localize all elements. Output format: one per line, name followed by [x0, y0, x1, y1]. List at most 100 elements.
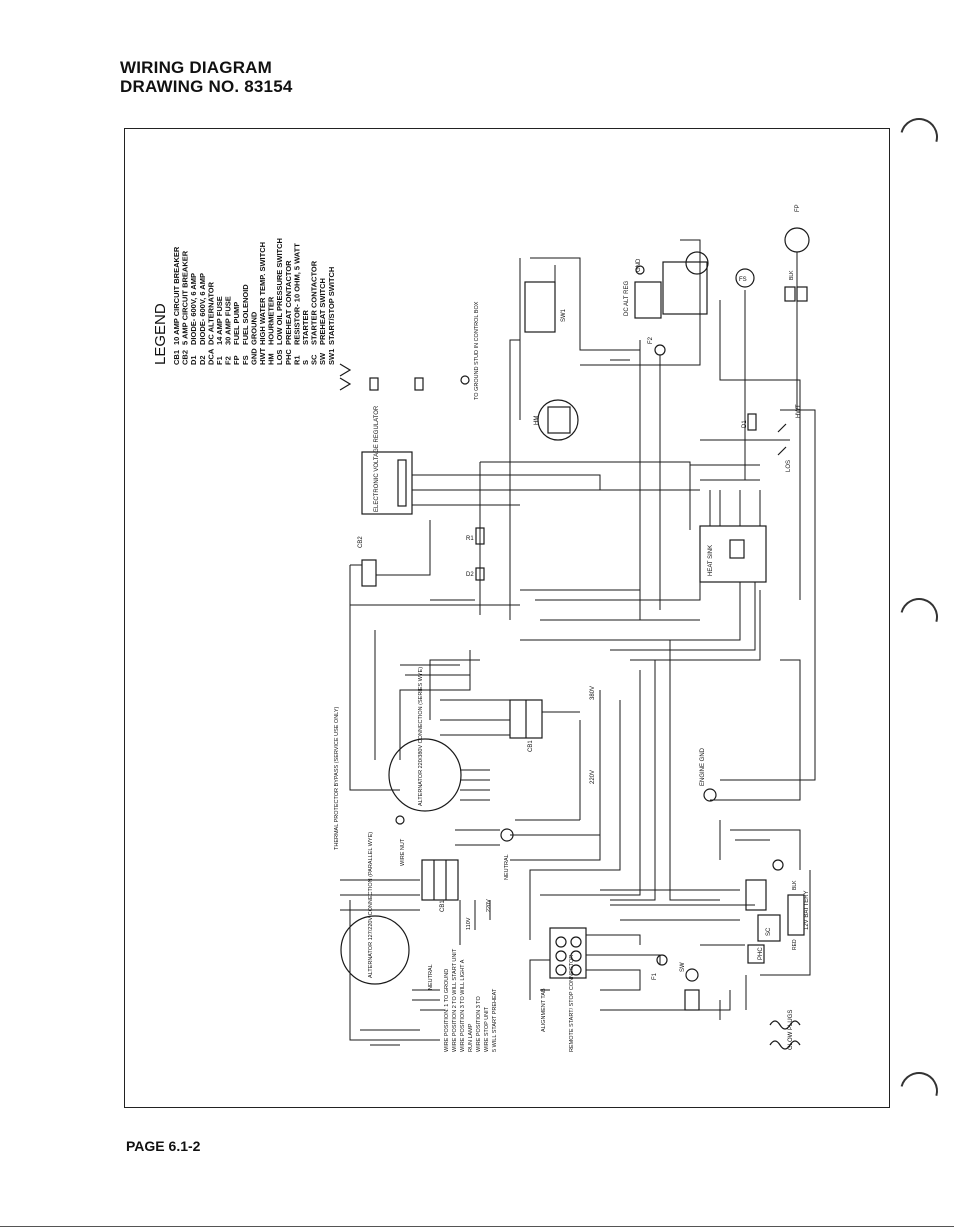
legend-description: PREHEAT CONTACTOR: [284, 260, 293, 345]
legend-code: S: [301, 360, 310, 365]
f1-label: F1: [652, 972, 658, 980]
legend-code: CB1: [172, 350, 181, 365]
legend-heading: LEGEND: [152, 303, 169, 365]
fuel-solenoid: FS: [735, 268, 755, 288]
legend-code: D2: [198, 355, 207, 365]
hourmeter-label: HM: [534, 416, 540, 425]
legend-description: HOURMETER: [267, 296, 276, 345]
legend-code: PHC: [284, 349, 293, 365]
sw-label: SW: [680, 962, 686, 972]
legend-code: FP: [232, 355, 241, 365]
legend-code: GND: [249, 348, 258, 365]
alignment-tab-label: ALIGNMENT TAB: [541, 988, 547, 1032]
legend-description: HIGH WATER TEMP. SWITCH: [258, 242, 267, 345]
cb1-lower-label: CB1: [440, 900, 446, 912]
glow-plugs: GLOW PLUGS: [769, 1010, 801, 1050]
sc-label: SC: [766, 927, 772, 936]
voltage-regulator-label: ELECTRONIC VOLTAGE REGULATOR: [374, 405, 380, 512]
engine-gnd-label: ENGINE GND: [700, 747, 706, 786]
hwt-label: HWT: [796, 404, 802, 418]
legend-code: F2: [224, 356, 233, 365]
los-label: LOS: [786, 460, 792, 472]
v220-label: 220V: [590, 770, 596, 784]
wire-nut-label: WIRE NUT: [400, 838, 406, 866]
wire-note-5: WIRE POSITION 3 TO: [476, 996, 482, 1052]
engine-ground: ENGINE GND: [700, 747, 717, 802]
voltage-taps: 380V 220V: [590, 686, 596, 784]
battery-label: 12V BATTERY: [804, 891, 810, 930]
fuel-solenoid-label: FS: [739, 277, 747, 283]
starter-battery-area: SC PHC 12V BATTERY BLK RED: [745, 859, 810, 964]
sw1-label: SW1: [561, 308, 567, 322]
gnd-label: GND: [636, 258, 642, 272]
legend-code: D1: [189, 355, 198, 365]
legend-description: DIODE- 600V, 6 AMP: [189, 273, 198, 345]
battery-blk-label: BLK: [792, 880, 798, 890]
v380-label: 380V: [590, 686, 596, 700]
heat-sink-label: HEAT SINK: [708, 545, 714, 576]
wire-note-6: WIRE STOP UNIT: [484, 1006, 490, 1052]
cb2-breaker: CB2: [358, 536, 377, 587]
legend-description: START/STOP SWITCH: [327, 267, 336, 345]
legend-description: 14 AMP FUSE: [215, 296, 224, 345]
wire-note-2: WIRE POSITION 2 TO WILL START UNIT: [452, 948, 458, 1052]
dc-alt-reg-label: DC ALT REG: [624, 281, 630, 316]
thermal-protector: THERMAL PROTECTOR BYPASS (SERVICE USE ON…: [334, 706, 406, 866]
legend-code: SW1: [327, 349, 336, 365]
cb1-breaker-lower: CB1 110V 220V: [421, 859, 492, 930]
r1-label: R1: [466, 536, 474, 542]
remote-connector: REMOTE START/ STOP CONNECTOR ALIGNMENT T…: [541, 927, 587, 1052]
ground-stud-note: TO GROUND STUD IN CONTROL BOX: [339, 301, 480, 400]
legend-description: STARTER: [301, 310, 310, 345]
dc-alternator-regulator: DC ALT REG GND: [624, 251, 709, 319]
legend-code: F1: [215, 356, 224, 365]
legend-code: HM: [267, 353, 276, 365]
glow-plugs-label: GLOW PLUGS: [788, 1010, 794, 1050]
v110-label: 110V: [466, 917, 472, 930]
legend-description: DC ALTERNATOR: [206, 281, 215, 345]
remote-connector-label: REMOTE START/ STOP CONNECTOR: [569, 955, 575, 1052]
neutral-junction: NEUTRAL: [500, 828, 514, 880]
sensor-switches: D1 HWT LOS: [742, 404, 802, 472]
fuse-f2-label: F2: [648, 336, 654, 344]
title-line-1: WIRING DIAGRAM: [120, 58, 273, 77]
page-number: PAGE 6.1-2: [126, 1138, 201, 1154]
legend-code: CB2: [181, 350, 190, 365]
fuel-pump-label: FP: [795, 204, 801, 212]
wire-note-7: 5 WILL START PREHEAT: [492, 988, 498, 1052]
legend-description: 5 AMP CIRCUIT BREAKER: [181, 250, 190, 345]
cb1-breaker-upper: CB1: [509, 699, 543, 752]
legend-description: DIODE- 600V, 6 AMP: [198, 273, 207, 345]
legend-code: SC: [310, 354, 319, 365]
fuse-f2: F2: [648, 336, 666, 356]
cb1-upper-label: CB1: [528, 740, 534, 752]
bottom-rule: [0, 1226, 954, 1227]
neutral-lower-label: NEUTRAL: [428, 964, 434, 990]
phc-label: PHC: [758, 947, 764, 960]
legend-description: STARTER CONTACTOR: [310, 260, 319, 345]
legend-description: FUEL PUMP: [232, 302, 241, 345]
thermal-protector-label: THERMAL PROTECTOR BYPASS (SERVICE USE ON…: [334, 706, 340, 850]
hourmeter: HM: [534, 399, 579, 441]
fp-blk-label: BLK: [789, 270, 795, 280]
alternator-lower: ALTERNATOR 127/220V CONNECTION (PARALLEL…: [340, 832, 434, 990]
alternator-upper-label: ALTERNATOR 220/380V CONNECTION (SERIES W…: [418, 667, 424, 806]
legend-description: PREHEAT SWITCH: [318, 278, 327, 345]
d2-label: D2: [466, 572, 474, 578]
legend-description: FUEL SOLENOID: [241, 284, 250, 345]
voltage-regulator: ELECTRONIC VOLTAGE REGULATOR: [361, 405, 413, 515]
legend-code: R1: [292, 355, 301, 365]
legend-code: SW: [318, 352, 327, 365]
wire-note-1: WIRE POSITION: 1 TO GROUND: [444, 969, 450, 1052]
wires: [340, 239, 816, 1046]
alternator-upper: ALTERNATOR 220/380V CONNECTION (SERIES W…: [388, 667, 462, 812]
legend-code: LOS: [275, 350, 284, 365]
legend-code: FS: [241, 355, 250, 365]
legend-code: DCA: [206, 348, 215, 365]
to-ground-label: TO GROUND STUD IN CONTROL BOX: [474, 301, 480, 400]
legend-description: GROUND: [249, 311, 258, 345]
preheat-area: F1 SW: [652, 954, 700, 1011]
wire-position-notes: WIRE POSITION: 1 TO GROUND WIRE POSITION…: [444, 948, 498, 1052]
